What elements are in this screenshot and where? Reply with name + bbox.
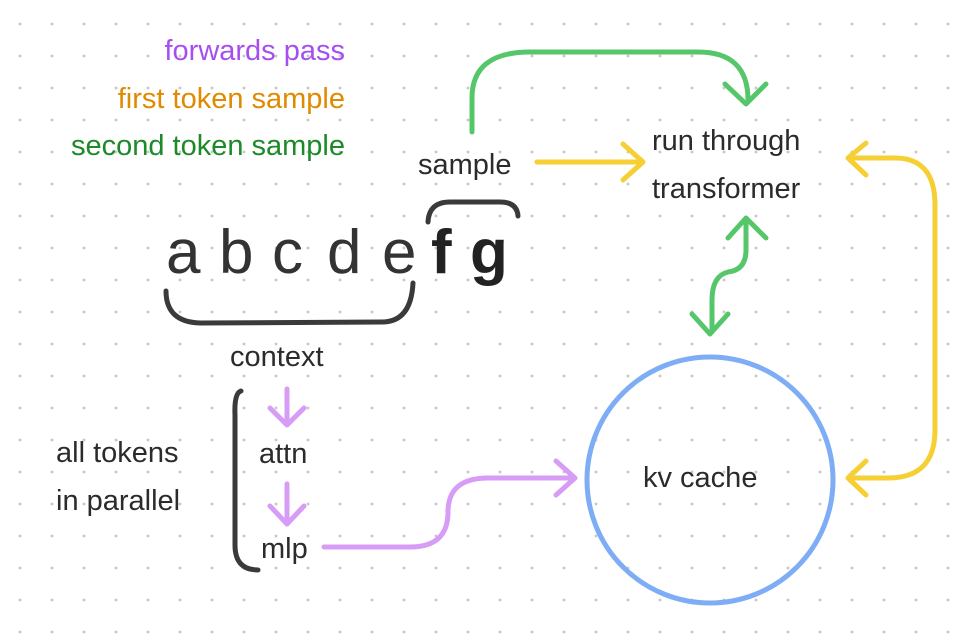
purple-attn-mlp-arrowhead: [267, 503, 307, 527]
green-double-arrowhead-top: [725, 215, 769, 241]
green-loop-arrowhead: [722, 81, 769, 107]
attn-label: attn: [259, 438, 308, 470]
yellow-sample-arrowhead: [620, 141, 646, 183]
yellow-loop-arrowhead-top: [845, 140, 869, 178]
parallel-brace: [232, 388, 261, 573]
purple-mlp-kv-arrowhead: [553, 458, 578, 498]
token-g: g: [470, 218, 508, 287]
run-through-label: run through: [652, 125, 801, 157]
token-e: e: [382, 218, 417, 287]
all-tokens-label: all tokens: [56, 437, 179, 469]
token-b: b: [219, 218, 254, 287]
mlp-label: mlp: [261, 533, 308, 565]
green-double-arrowhead-bottom: [689, 311, 731, 337]
sampled-tokens-bracket: [425, 199, 521, 225]
legend-forwards-pass: forwards pass: [164, 35, 345, 67]
legend-first-token-sample: first token sample: [117, 83, 345, 115]
token-f: f: [431, 218, 452, 287]
token-c: c: [272, 218, 303, 287]
transformer-label: transformer: [652, 173, 801, 205]
purple-context-attn-arrowhead: [267, 405, 307, 428]
purple-mlp-kv-arrow: [321, 475, 575, 550]
sample-label: sample: [418, 149, 512, 181]
token-d: d: [327, 218, 362, 287]
legend-second-token-sample: second token sample: [70, 130, 345, 162]
kv-cache-circle: [584, 354, 836, 606]
token-a: a: [166, 218, 201, 287]
in-parallel-label: in parallel: [56, 485, 181, 517]
green-double-arrow: [709, 217, 749, 333]
green-loop-arrow: [469, 49, 751, 135]
yellow-loop-arrowhead-bottom: [845, 458, 869, 498]
yellow-kv-loop: [847, 155, 938, 481]
context-label: context: [230, 341, 324, 373]
kv-cache-label: kv cache: [643, 462, 758, 494]
context-bracket: [163, 280, 416, 326]
